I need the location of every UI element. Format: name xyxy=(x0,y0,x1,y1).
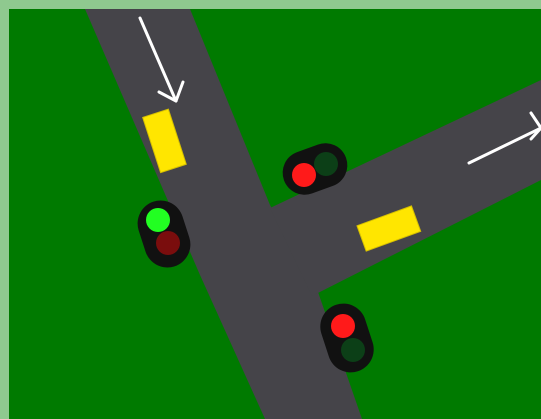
red-lamp-on xyxy=(292,163,316,187)
green-lamp-off xyxy=(314,152,338,176)
green-lamp-off xyxy=(341,338,365,362)
red-lamp-off xyxy=(156,231,180,255)
red-lamp-on xyxy=(331,314,355,338)
green-lamp-on xyxy=(146,208,170,232)
